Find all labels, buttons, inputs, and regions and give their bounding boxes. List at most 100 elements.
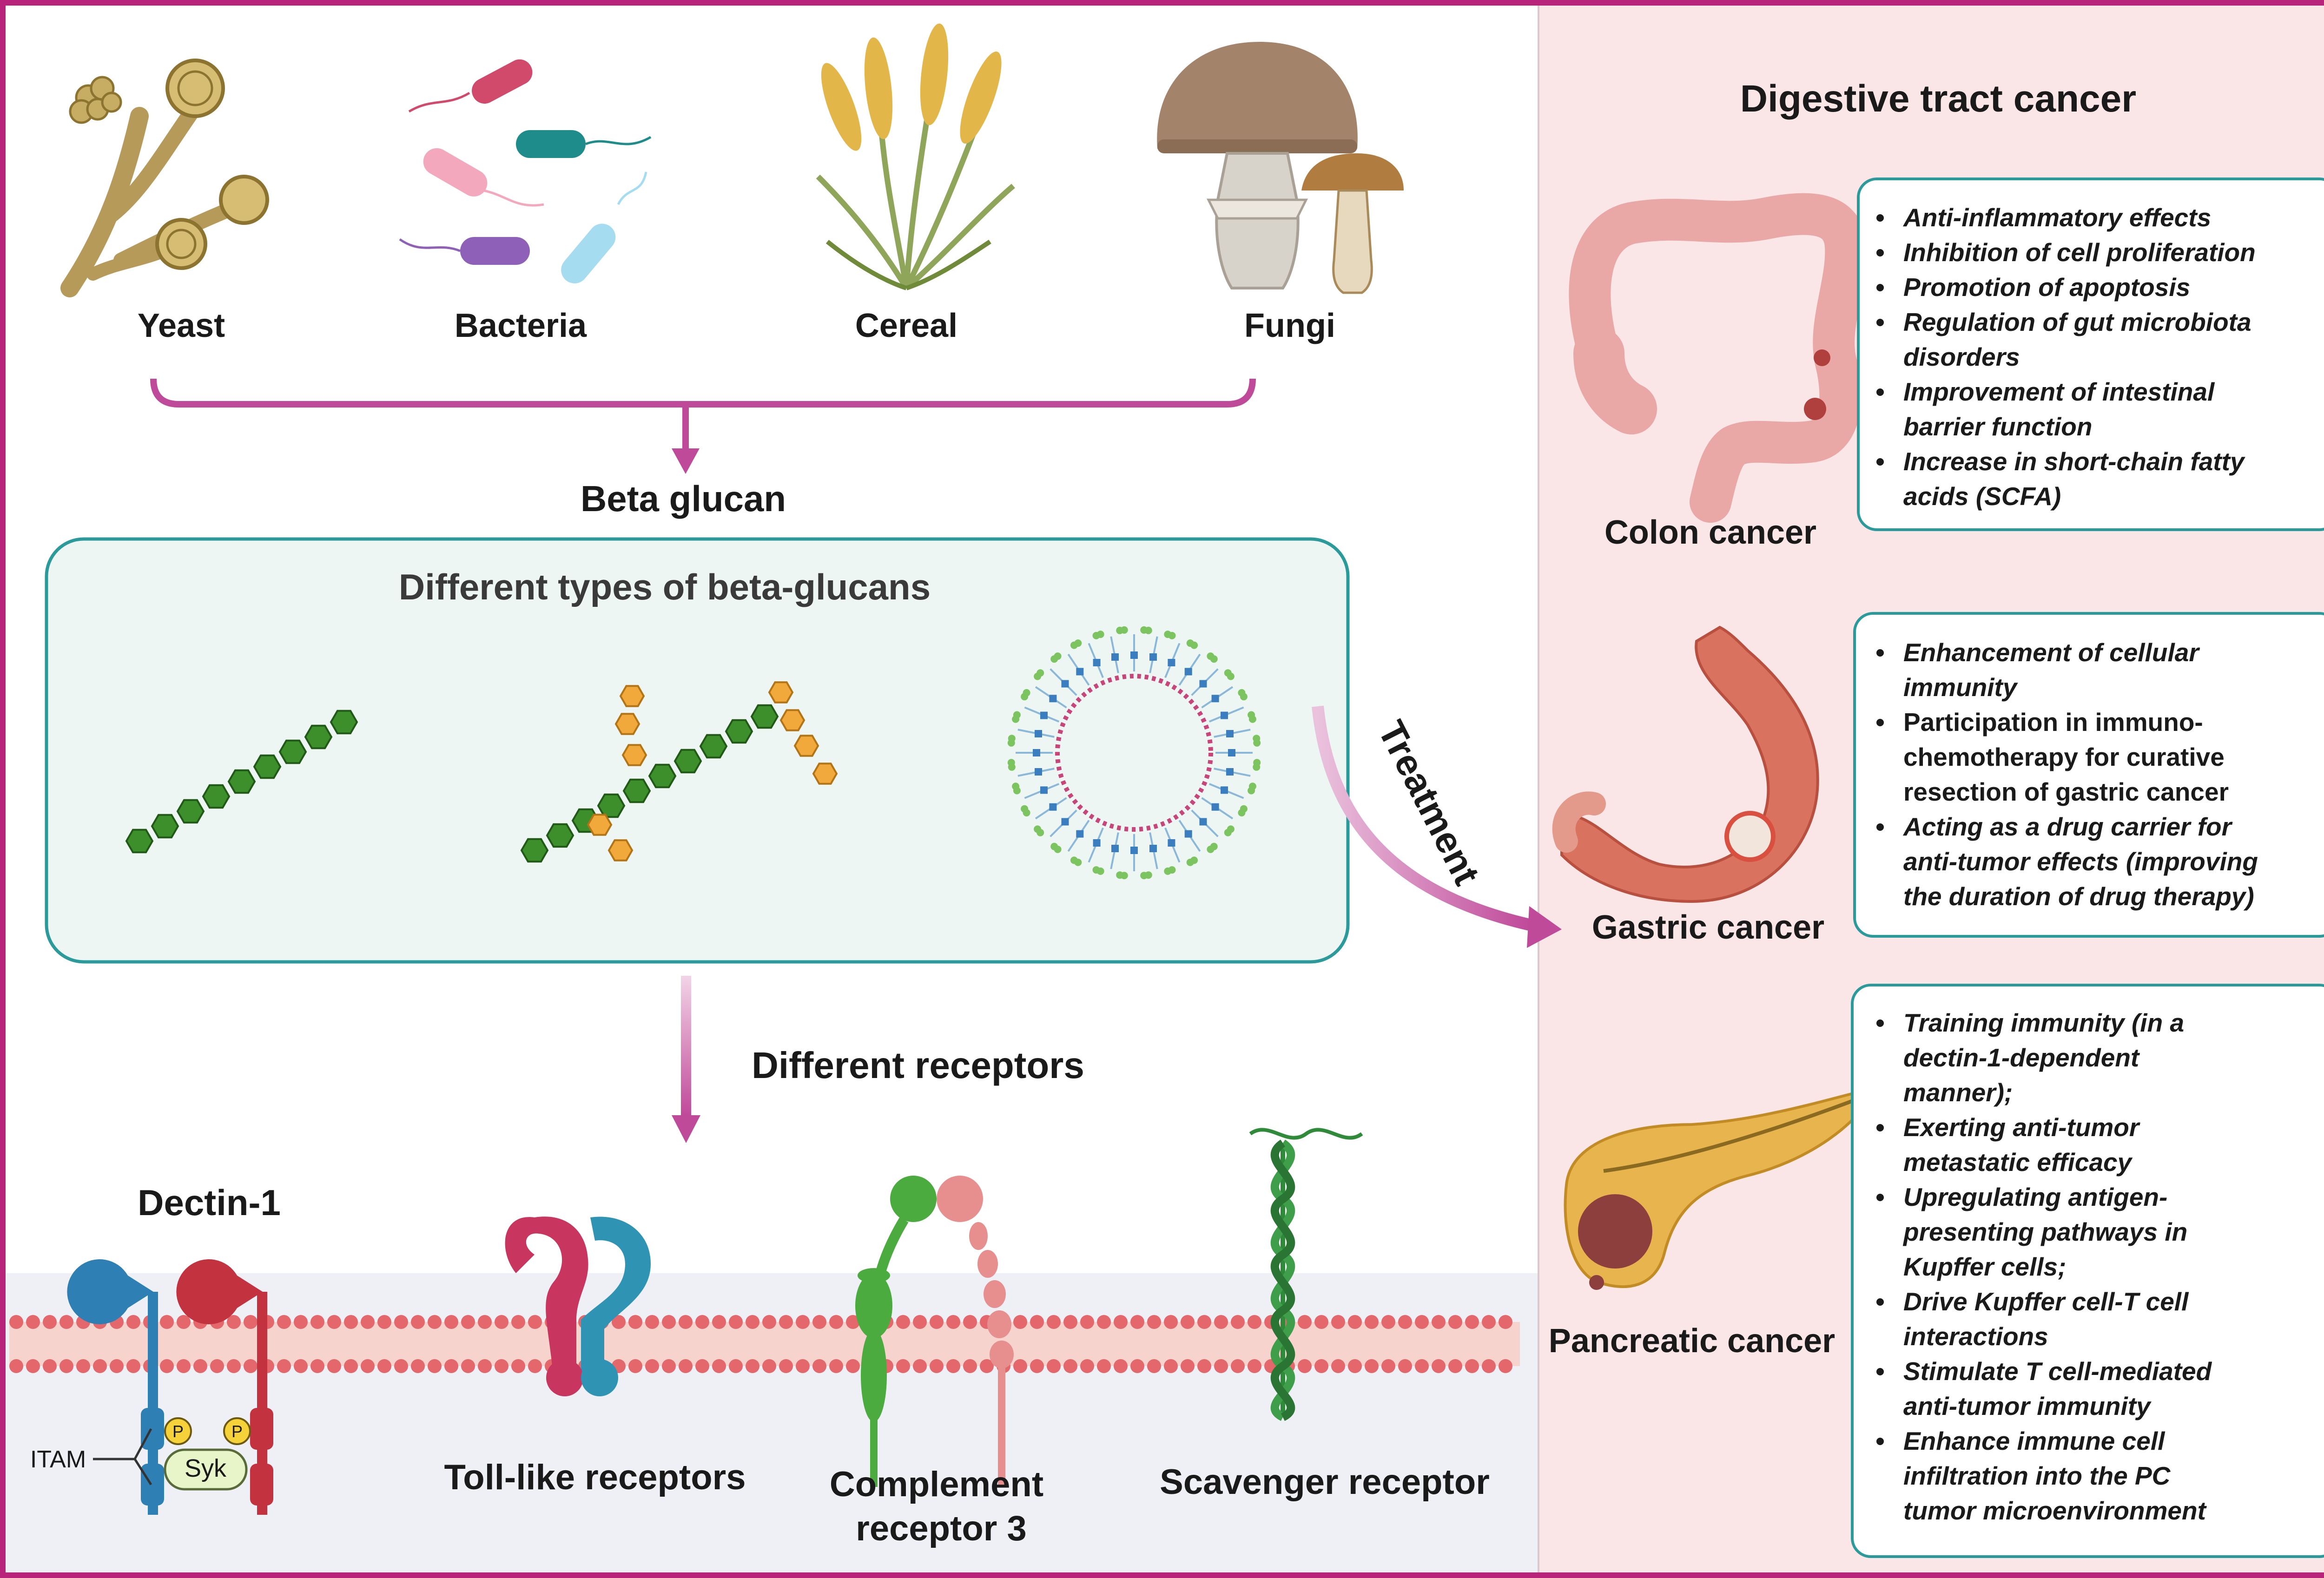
lipid-head	[361, 1315, 375, 1329]
lipid-head	[812, 1359, 826, 1373]
particle-block	[1184, 668, 1192, 676]
effect-text: Exerting anti-tumor	[1903, 1113, 2140, 1142]
lipid-head	[26, 1315, 40, 1329]
sources-arrow-head	[672, 448, 700, 474]
lipid-head	[1298, 1315, 1312, 1329]
yeast-label: Yeast	[138, 307, 225, 344]
pancreatic-cancer-effects-box	[1851, 984, 2324, 1558]
particle-bead	[1023, 689, 1030, 697]
linear-glucan-chain	[125, 710, 358, 854]
lipid-head	[444, 1359, 458, 1373]
lipid-head	[930, 1315, 944, 1329]
particle-bead	[1210, 655, 1218, 663]
lipid-head	[1080, 1359, 1094, 1373]
lipid-head	[1080, 1315, 1094, 1329]
particle-bead	[1074, 639, 1082, 647]
lipid-head	[746, 1315, 759, 1329]
cancer-panel-title: Digestive tract cancer	[1740, 78, 2136, 120]
circular-glucan-particle	[1007, 626, 1261, 880]
branch-unit	[779, 709, 805, 731]
scavenger-receptor-label: Scavenger receptor	[1160, 1462, 1490, 1502]
particle-bead	[1012, 782, 1020, 790]
lipid-head	[829, 1359, 843, 1373]
effect-text: Inhibition of cell proliferation	[1903, 238, 2256, 267]
lipid-head	[93, 1359, 107, 1373]
lipid-head	[963, 1359, 977, 1373]
particle-block	[1093, 839, 1101, 847]
particle-bead	[1186, 858, 1194, 866]
lipid-head	[1314, 1315, 1328, 1329]
lipid-head	[461, 1315, 475, 1329]
gastric-cancer-effects-box	[1853, 612, 2324, 938]
particle-block	[1168, 659, 1175, 666]
glucose-unit	[622, 778, 651, 803]
glucose-unit	[202, 784, 231, 809]
particle-bead	[1054, 652, 1062, 660]
lipid-head	[1164, 1315, 1178, 1329]
glucose-unit	[699, 734, 728, 759]
lipid-head	[43, 1315, 57, 1329]
syk-label: Syk	[185, 1454, 227, 1482]
lipid-head	[662, 1359, 676, 1373]
branch-unit	[587, 814, 613, 836]
lipid-head	[126, 1359, 140, 1373]
effect-text: Increase in short-chain fatty	[1903, 447, 2245, 476]
effect-text: Drive Kupffer cell-T cell	[1903, 1287, 2189, 1316]
particle-core	[1055, 674, 1213, 832]
lipid-head	[1499, 1315, 1512, 1329]
lipid-head	[177, 1359, 191, 1373]
lipid-head	[411, 1315, 425, 1329]
particle-block	[1076, 668, 1084, 676]
lipid-head	[227, 1315, 241, 1329]
toll-like-receptors-label: Toll-like receptors	[444, 1458, 746, 1497]
lipid-head	[227, 1359, 241, 1373]
bullet-dot	[1876, 823, 1884, 831]
lipid-head	[779, 1359, 793, 1373]
lipid-head	[913, 1359, 927, 1373]
branch-unit	[768, 681, 794, 704]
treatment-arrow-head	[1527, 906, 1562, 948]
lipid-head	[160, 1359, 174, 1373]
particle-block	[1040, 711, 1048, 719]
lipid-head	[1465, 1315, 1479, 1329]
effect-text: Regulation of gut microbiota	[1903, 308, 2251, 336]
bullet-dot	[1876, 649, 1884, 657]
particle-block	[1035, 768, 1042, 776]
pancreatic-cancer-effects-list: Training immunity (in adectin-1-dependen…	[1876, 1008, 2212, 1525]
particle-block	[1149, 845, 1157, 852]
particle-bead	[1008, 735, 1016, 743]
effect-text: acids (SCFA)	[1903, 482, 2061, 511]
lipid-head	[1097, 1359, 1111, 1373]
lipid-head	[1063, 1359, 1077, 1373]
lipid-head	[1415, 1359, 1429, 1373]
lipid-head	[1398, 1315, 1412, 1329]
particle-block	[1168, 839, 1175, 847]
bullet-dot	[1876, 1019, 1884, 1027]
particle-bead	[1248, 787, 1255, 795]
lipid-head	[628, 1359, 642, 1373]
glucose-unit	[253, 754, 282, 779]
lipid-head	[729, 1359, 743, 1373]
lipid-head	[411, 1359, 425, 1373]
lipid-head	[612, 1315, 626, 1329]
lipid-head	[160, 1315, 174, 1329]
effect-text: anti-tumor immunity	[1903, 1392, 2152, 1420]
effect-text: Enhancement of cellular	[1903, 638, 2200, 667]
particle-bead	[1092, 866, 1100, 874]
lipid-head	[1298, 1359, 1312, 1373]
particle-block	[1226, 768, 1234, 776]
lipid-head	[528, 1359, 542, 1373]
glucose-unit	[330, 710, 358, 735]
effect-text: Improvement of intestinal	[1903, 377, 2215, 406]
glucose-unit	[597, 793, 626, 818]
lipid-head	[327, 1359, 341, 1373]
lipid-head	[1365, 1359, 1379, 1373]
gastric-cancer-label: Gastric cancer	[1592, 909, 1824, 946]
lipid-head	[896, 1359, 910, 1373]
lipid-head	[361, 1359, 375, 1373]
stomach-illustration	[1552, 625, 1819, 903]
effect-text: immunity	[1903, 673, 2018, 702]
lipid-head	[662, 1315, 676, 1329]
lipid-head	[1331, 1359, 1345, 1373]
dectin-1-receptor	[67, 1259, 273, 1515]
